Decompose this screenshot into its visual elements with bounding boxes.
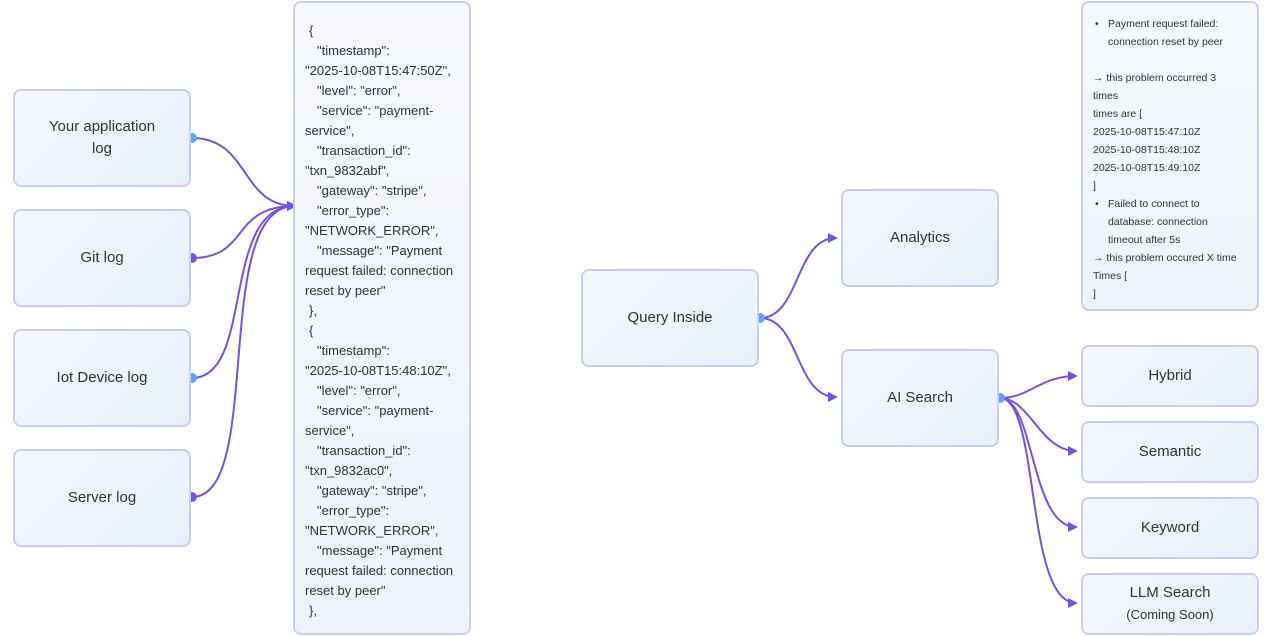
json-line: }, [309, 603, 317, 618]
result-line: 2025-10-08T15:48:10Z [1093, 144, 1201, 156]
result-line: times are [ [1093, 108, 1143, 120]
node-label: Iot Device log [56, 369, 148, 386]
json-line: request failed: connection [305, 563, 454, 578]
node-label: Git log [80, 249, 124, 266]
edge-server-log-to-json [191, 201, 297, 498]
edge-iot-log-to-json [191, 201, 297, 379]
json-line: "NETWORK_ERROR", [305, 523, 439, 538]
edge-git-log-to-json [191, 201, 297, 259]
json-line: "transaction_id": [317, 443, 411, 458]
node-label: Semantic [1138, 443, 1202, 460]
json-line: "timestamp": [317, 43, 390, 58]
json-line: service", [305, 123, 355, 138]
result-line: Times [ [1093, 270, 1128, 282]
node-label: Server log [67, 489, 137, 506]
node-server-log[interactable]: Server log [13, 449, 191, 547]
edge-ai-to-semantic [999, 397, 1078, 456]
json-line: "timestamp": [317, 343, 390, 358]
node-label: LLM Search [1129, 584, 1211, 601]
json-line: "2025-10-08T15:48:10Z", [305, 363, 451, 378]
node-label: Your application [48, 118, 156, 135]
json-line: "level": "error", [317, 383, 401, 398]
json-line: "gateway": "stripe", [317, 483, 427, 498]
node-ai-search[interactable]: AI Search [841, 349, 999, 447]
json-line: "level": "error", [317, 83, 401, 98]
json-line: "txn_9832ac0", [305, 463, 393, 478]
result-line: Payment request failed: [1093, 15, 1251, 33]
result-line: database: connection [1108, 216, 1208, 228]
node-label: Query Inside [627, 309, 713, 326]
node-llm-search[interactable]: LLM Search (Coming Soon) [1081, 573, 1259, 635]
json-line: reset by peer" [305, 583, 386, 598]
json-line: "2025-10-08T15:47:50Z", [305, 63, 451, 78]
json-line: request failed: connection [305, 263, 454, 278]
node-app-log[interactable]: Your application log [13, 89, 191, 187]
result-panel: Payment request failed: connection reset… [1081, 1, 1259, 311]
result-line: → this problem occured X time [1093, 252, 1237, 264]
result-line: → this problem occurred 3 [1093, 72, 1217, 84]
node-label: Keyword [1140, 519, 1200, 536]
json-line: "gateway": "stripe", [317, 183, 427, 198]
node-label: Hybrid [1148, 367, 1192, 384]
node-iot-log[interactable]: Iot Device log [13, 329, 191, 427]
edge-ai-to-hybrid [999, 371, 1078, 399]
json-line: { [309, 323, 314, 338]
node-git-log[interactable]: Git log [13, 209, 191, 307]
node-semantic[interactable]: Semantic [1081, 421, 1259, 483]
json-line: reset by peer" [305, 283, 386, 298]
result-line: timeout after 5s [1108, 234, 1181, 246]
edge-ai-to-llm [999, 397, 1078, 608]
result-line: ] [1093, 288, 1096, 300]
result-line: Failed to connect to [1093, 195, 1251, 213]
node-analytics[interactable]: Analytics [841, 189, 999, 287]
result-line: ] [1093, 180, 1096, 192]
result-line [1093, 51, 1251, 69]
json-line: service", [305, 423, 355, 438]
node-hybrid[interactable]: Hybrid [1081, 345, 1259, 407]
node-label: AI Search [887, 389, 953, 406]
node-label-line2: log [91, 140, 112, 157]
node-sublabel: (Coming Soon) [1126, 607, 1214, 622]
node-query-inside[interactable]: Query Inside [581, 269, 759, 367]
json-log-panel: { "timestamp": "2025-10-08T15:47:50Z", "… [293, 1, 471, 635]
edge-app-log-to-json [191, 137, 297, 211]
json-line: "txn_9832abf", [305, 163, 390, 178]
json-line: "service": "payment- [317, 103, 434, 118]
json-line: "error_type": [317, 503, 390, 518]
json-line: "transaction_id": [317, 143, 411, 158]
json-line: "NETWORK_ERROR", [305, 223, 439, 238]
edge-query-to-analytics [759, 233, 838, 319]
edge-ai-to-keyword [999, 397, 1078, 532]
json-line: "message": "Payment [317, 543, 443, 558]
result-line: times [1093, 90, 1119, 102]
edge-query-to-ai-search [759, 317, 838, 402]
result-line: 2025-10-08T15:49:10Z [1093, 162, 1201, 174]
result-line: connection reset by peer [1108, 36, 1223, 48]
json-line: "error_type": [317, 203, 390, 218]
json-line: }, [309, 303, 317, 318]
json-line: "service": "payment- [317, 403, 434, 418]
node-keyword[interactable]: Keyword [1081, 497, 1259, 559]
result-line: 2025-10-08T15:47:10Z [1093, 126, 1201, 138]
json-line: { [309, 23, 314, 38]
json-line: "message": "Payment [317, 243, 443, 258]
node-label: Analytics [889, 229, 951, 246]
